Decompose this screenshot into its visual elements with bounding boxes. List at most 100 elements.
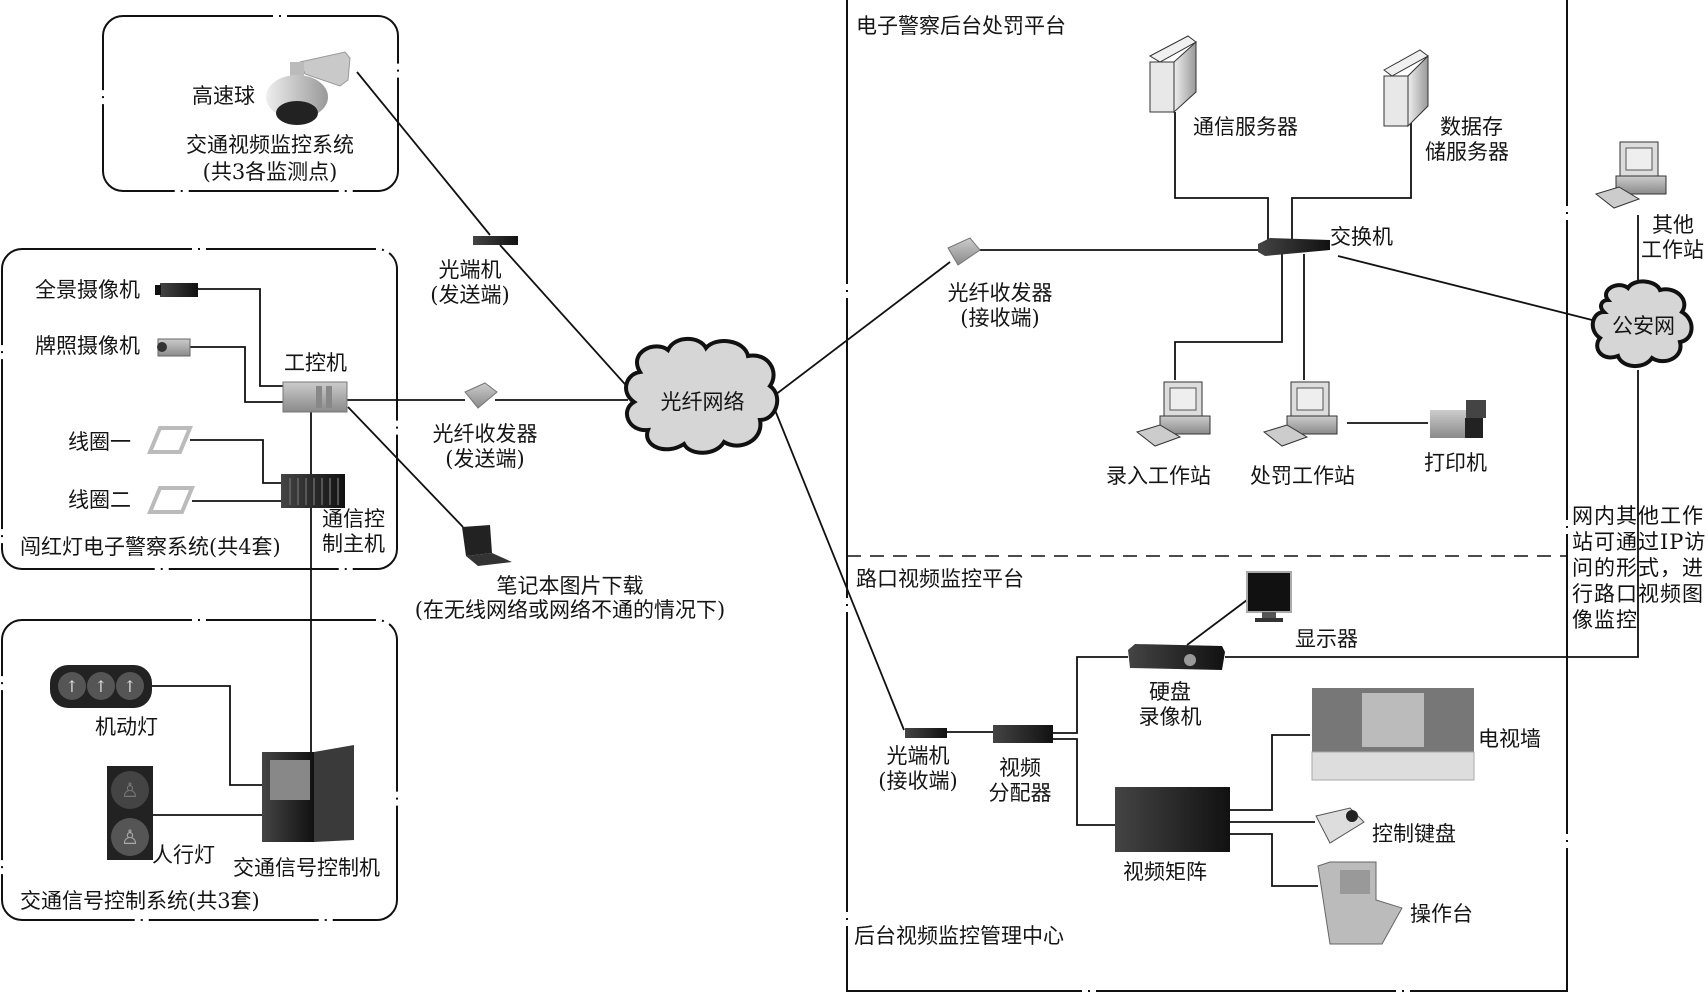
fiber-network-cloud <box>624 336 780 455</box>
fiber-rx-label-1: 光纤收发器 <box>947 281 1053 305</box>
ipc-label: 工控机 <box>284 351 347 375</box>
monitor-icon <box>1246 571 1292 622</box>
link-optical-tx-cloud <box>499 244 633 393</box>
police-platform-title: 电子警察后台处罚平台 <box>856 14 1066 38</box>
link-splitter-matrix <box>1053 738 1115 826</box>
optical-rx-icon <box>905 728 947 738</box>
link-switch-entry-ws <box>1174 254 1283 380</box>
access-note: 网内其他工作站可通过IP访问的形式，进行路口视频图像监控 <box>1572 504 1707 632</box>
signal-control-title: 交通信号控制系统(共3套) <box>20 889 260 913</box>
comm-server-label: 通信服务器 <box>1193 115 1298 139</box>
penalty-ws-icon <box>1262 381 1338 447</box>
link-cloud-optical-rx <box>774 409 905 731</box>
fiber-rx-icon <box>947 237 981 266</box>
comm-server-icon <box>1148 35 1197 114</box>
fiber-tx-label-2: (发送端) <box>445 447 525 471</box>
link-splitter-dvr <box>1053 656 1128 734</box>
fiber-tx-icon <box>464 382 498 409</box>
ped-light-icon: ♙ ♙ <box>107 766 153 860</box>
signal-controller-icon <box>262 745 354 842</box>
panorama-camera-label: 全景摄像机 <box>35 278 140 302</box>
link-dvr-monitor <box>1186 599 1248 646</box>
svg-text:♙: ♙ <box>121 825 139 849</box>
link-vehicle-light-controller <box>152 685 262 786</box>
entry-ws-icon <box>1135 381 1211 447</box>
storage-server-label-2: 储服务器 <box>1425 140 1509 164</box>
vehicle-light-icon: ↑ ↑ ↑ <box>50 665 152 708</box>
video-splitter-label-1: 视频 <box>999 756 1041 780</box>
police-net-cloud <box>1590 279 1694 368</box>
printer-label: 打印机 <box>1424 451 1487 475</box>
dome-camera-icon <box>266 51 351 125</box>
loop1-icon <box>147 426 193 454</box>
fiber-tx-label-1: 光纤收发器 <box>432 422 538 446</box>
plate-camera-label: 牌照摄像机 <box>35 334 140 358</box>
link-dome-optical-tx <box>356 71 491 236</box>
dome-camera-label: 高速球 <box>192 84 255 108</box>
ptz-keyboard-icon <box>1315 807 1365 844</box>
optical-tx-label-1: 光端机 <box>438 258 502 282</box>
video-wall-icon <box>1311 688 1475 781</box>
link-matrix-console <box>1230 833 1318 887</box>
video-splitter-icon <box>993 725 1053 743</box>
link-comm-server-switch <box>1174 112 1269 244</box>
link-police-net-dvr <box>1225 370 1639 658</box>
svg-text:↑: ↑ <box>94 677 107 696</box>
video-monitoring-subtitle: (共3各监测点) <box>202 160 338 184</box>
box-backend-platform <box>846 0 1568 992</box>
loop2-icon <box>147 486 195 514</box>
box-video-monitoring <box>102 15 399 192</box>
red-light-title: 闯红灯电子警察系统(共4套) <box>20 535 281 559</box>
link-matrix-wall <box>1230 734 1310 811</box>
signal-controller-label: 交通信号控制机 <box>233 856 380 880</box>
comm-host-label-2: 制主机 <box>322 532 385 556</box>
comm-host-label-1: 通信控 <box>322 507 385 531</box>
optical-tx-icon <box>473 236 518 245</box>
storage-server-icon <box>1383 49 1429 128</box>
matrix-label: 视频矩阵 <box>1123 860 1207 884</box>
console-label: 操作台 <box>1410 902 1473 926</box>
svg-text:♙: ♙ <box>121 778 139 802</box>
ptz-keyboard-label: 控制键盘 <box>1372 822 1456 846</box>
link-ipc-laptop <box>347 406 464 528</box>
matrix-icon <box>1115 787 1230 852</box>
fiber-rx-label-2: (接收端) <box>960 306 1040 330</box>
svg-text:↑: ↑ <box>65 677 78 696</box>
panorama-camera-icon <box>155 283 198 297</box>
police-net-label: 公安网 <box>1612 314 1675 338</box>
comm-host-icon <box>281 474 345 508</box>
loop1-label: 线圈一 <box>68 430 131 454</box>
printer-icon <box>1430 400 1486 438</box>
intersection-platform-title: 路口视频监控平台 <box>856 567 1024 591</box>
link-loop1-comm <box>190 439 282 484</box>
link-cloud-fiber-rx <box>774 261 951 396</box>
switch-icon <box>1258 238 1330 256</box>
laptop-icon <box>462 525 512 566</box>
fiber-network-label: 光纤网络 <box>660 390 745 414</box>
vehicle-light-label: 机动灯 <box>95 715 158 739</box>
monitor-label: 显示器 <box>1295 627 1358 651</box>
dvr-label-2: 录像机 <box>1138 705 1202 729</box>
link-storage-server-switch <box>1291 123 1412 244</box>
other-ws-icon <box>1594 141 1667 209</box>
entry-ws-label: 录入工作站 <box>1106 464 1211 488</box>
storage-server-label-1: 数据存 <box>1440 115 1503 139</box>
box-signal-control <box>1 619 398 921</box>
optical-rx-label-1: 光端机 <box>886 744 950 768</box>
dvr-icon <box>1128 644 1225 670</box>
dvr-label-1: 硬盘 <box>1149 680 1191 704</box>
ipc-icon <box>282 381 348 413</box>
video-monitoring-title: 交通视频监控系统 <box>186 133 354 157</box>
video-center-title: 后台视频监控管理中心 <box>854 924 1064 948</box>
link-plate-ipc <box>190 346 283 403</box>
link-switch-police-net <box>1337 255 1601 323</box>
optical-tx-label-2: (发送端) <box>430 283 510 307</box>
other-ws-label-2: 工作站 <box>1641 238 1704 262</box>
penalty-ws-label: 处罚工作站 <box>1250 464 1355 488</box>
link-panorama-ipc <box>198 288 283 387</box>
video-wall-label: 电视墙 <box>1478 727 1541 751</box>
loop2-label: 线圈二 <box>68 488 131 512</box>
plate-camera-icon <box>157 338 191 357</box>
svg-text:↑: ↑ <box>123 677 136 696</box>
